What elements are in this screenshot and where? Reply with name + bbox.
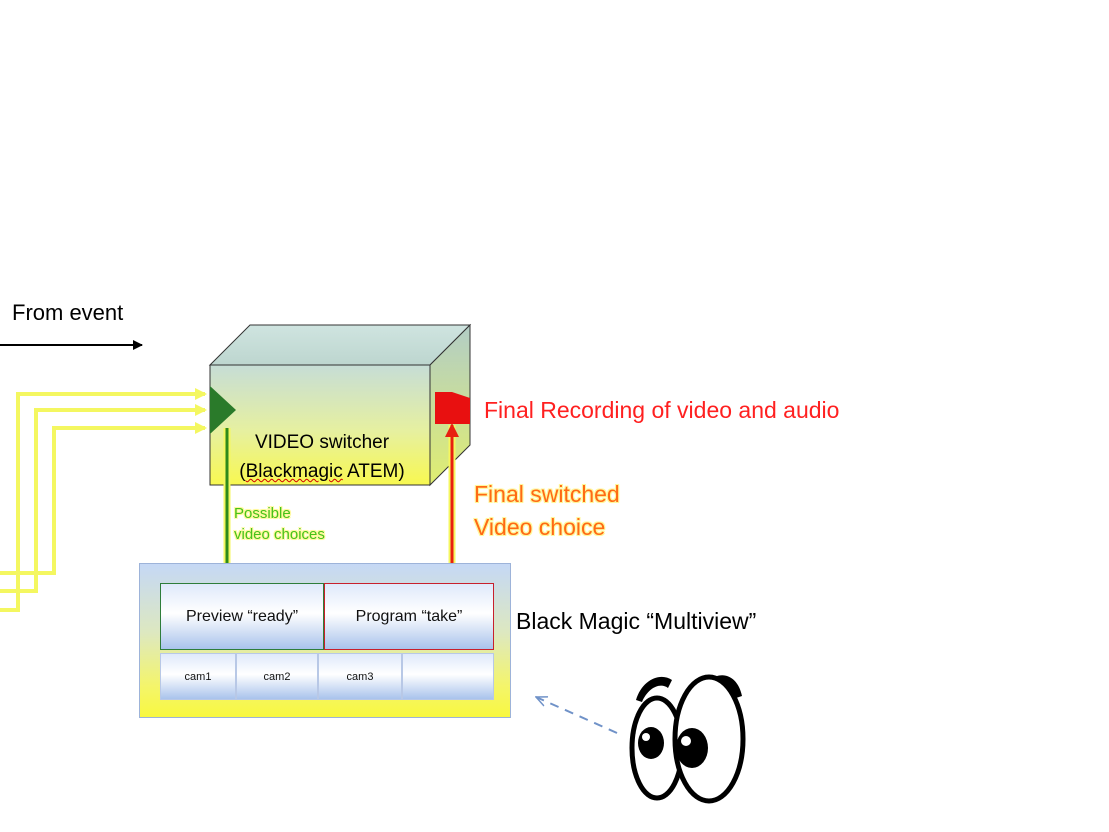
switcher-title: VIDEO switcher [254, 432, 390, 453]
video-switcher-label: VIDEO switcher (Blackmagic ATEM) [222, 428, 422, 486]
possible-choices-line1: Possible [234, 505, 291, 522]
left-eyebrow [636, 676, 672, 702]
multiview-label: Black Magic “Multiview” [516, 608, 757, 634]
output-port-icon [435, 392, 470, 424]
left-pupil-highlight [642, 733, 650, 741]
switcher-brand: Blackmagic [245, 461, 343, 482]
input-line-1 [0, 388, 207, 612]
right-pupil-highlight [681, 736, 691, 746]
final-recording-label: Final Recording of video and audio [484, 397, 840, 423]
cam4-window [402, 653, 494, 700]
input-port-icon [210, 386, 236, 434]
switcher-model: (Blackmagic ATEM) [239, 461, 405, 482]
right-pupil [676, 728, 708, 768]
input-line-2 [0, 404, 207, 593]
final-switched-label: Final switched Video choice [474, 478, 620, 544]
program-window: Program “take” [324, 583, 494, 650]
final-switched-line1: Final switched [474, 481, 620, 507]
right-eye [672, 674, 746, 804]
preview-window: Preview “ready” [160, 583, 324, 650]
video-switcher-box [208, 323, 472, 487]
switcher-top-face [208, 324, 472, 366]
possible-choices-line2: video choices [234, 526, 325, 543]
input-signal-lines [0, 388, 207, 612]
viewer-gaze-arrow [536, 696, 618, 734]
final-switched-line2: Video choice [474, 514, 606, 540]
input-line-3 [0, 422, 207, 575]
possible-choices-label: Possible video choices [234, 503, 325, 545]
cartoon-eyes-icon [629, 674, 746, 804]
from-event-label: From event [12, 300, 124, 325]
multiview-panel: Preview “ready” Program “take” cam1 cam2… [139, 563, 511, 718]
cam1-window: cam1 [160, 653, 236, 700]
cam3-window: cam3 [318, 653, 402, 700]
left-pupil [638, 727, 664, 759]
cam2-window: cam2 [236, 653, 318, 700]
